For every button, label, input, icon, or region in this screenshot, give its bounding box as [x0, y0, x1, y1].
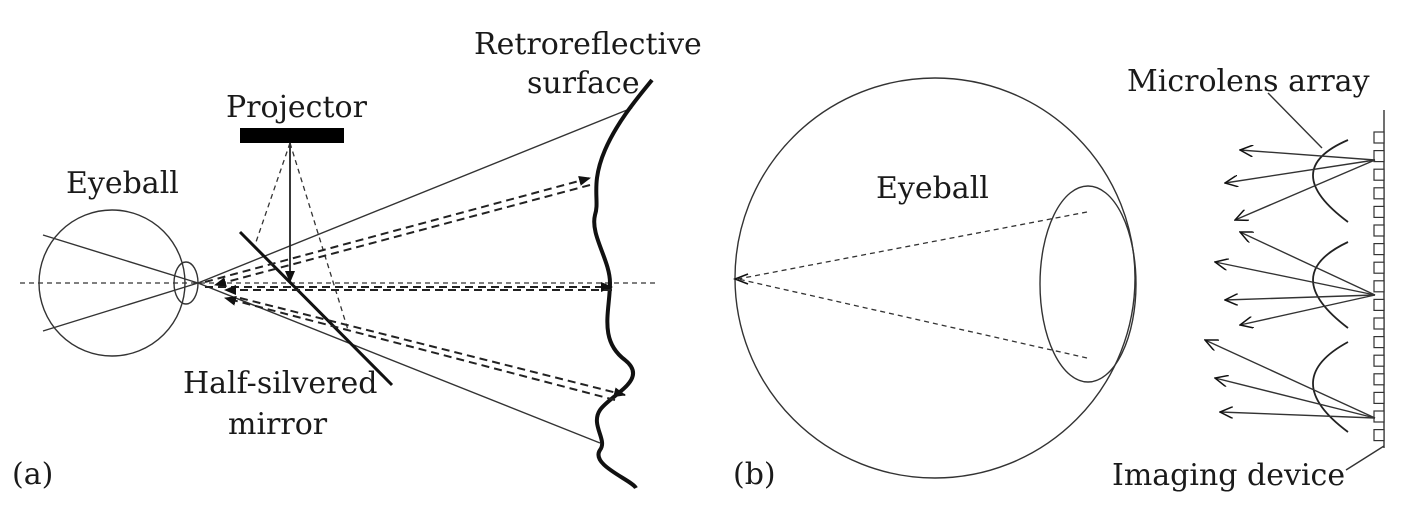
projector-cone-right: [289, 142, 349, 331]
label-surface: surface: [527, 66, 640, 101]
pixel-cell: [1373, 187, 1385, 200]
projector-block: [240, 128, 344, 143]
eyeball-a: [38, 209, 199, 357]
imaging-leader: [1345, 445, 1385, 471]
label-retroreflective: Retroreflective: [474, 27, 702, 62]
projector-cone-left: [255, 142, 291, 243]
pixel-cell: [1373, 373, 1385, 386]
pixel-cell: [1373, 280, 1385, 293]
fov-lower-line: [197, 282, 601, 444]
label-microlens-array: Microlens array: [1127, 64, 1370, 99]
imaging-device: [1373, 110, 1385, 448]
panel-b: Eyeball Microlens array Imaging device (…: [732, 64, 1385, 493]
retroreflective-surface: [592, 78, 654, 490]
pixel-cell: [1373, 336, 1385, 349]
pixel-cell: [1373, 298, 1385, 311]
ray-lower-return: [224, 295, 616, 401]
panel-tag-b: (b): [733, 457, 776, 492]
pixel-cell: [1373, 168, 1385, 181]
microlens-array: [1312, 139, 1349, 433]
lens-rays: [1205, 150, 1376, 419]
panel-a: Eyeball Projector Retroreflective surfac…: [12, 27, 702, 492]
pixel-cell: [1373, 410, 1385, 423]
ray-upper-outgoing: [204, 176, 591, 283]
pixel-cell: [1373, 224, 1385, 237]
label-mirror: mirror: [228, 407, 328, 442]
ray-lower-outgoing: [239, 297, 626, 398]
label-eyeball-b: Eyeball: [876, 171, 989, 206]
pixel-cell: [1373, 131, 1385, 144]
pixel-cell: [1373, 354, 1385, 367]
label-projector: Projector: [226, 90, 368, 125]
pixel-cell: [1373, 243, 1385, 256]
panel-tag-a: (a): [12, 457, 53, 492]
pixel-cell: [1373, 429, 1385, 442]
label-eyeball-a: Eyeball: [66, 166, 179, 201]
half-silvered-mirror: [238, 230, 394, 387]
microlens-leader: [1267, 92, 1323, 149]
pixel-cell: [1373, 205, 1385, 218]
pixel-cell: [1373, 317, 1385, 330]
pixel-column: [1373, 131, 1385, 442]
pixel-cell: [1373, 261, 1385, 274]
eyeball-b: [732, 77, 1137, 479]
pixel-cell: [1373, 391, 1385, 404]
pixel-cell: [1373, 150, 1385, 163]
fov-upper-line: [197, 107, 633, 284]
label-imaging-device: Imaging device: [1112, 458, 1345, 493]
label-half-silvered: Half-silvered: [183, 366, 377, 401]
